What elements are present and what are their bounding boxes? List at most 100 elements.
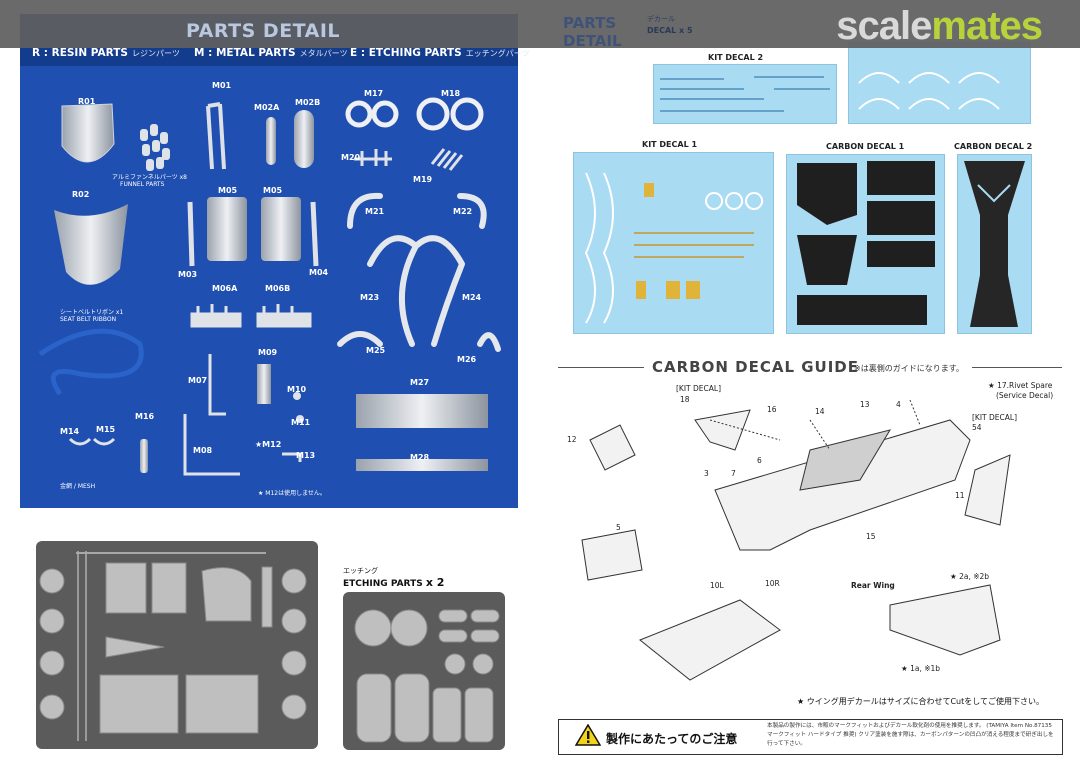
guide-num: 5 [616, 523, 621, 532]
carbon-decal-1-sheet [786, 154, 945, 334]
part-label: M06A [212, 284, 238, 293]
funnel-caption-en: FUNNEL PARTS [120, 181, 165, 188]
guide-title: CARBON DECAL GUIDE [652, 358, 859, 376]
part-label: M22 [453, 207, 473, 216]
kit-decal-3-art [858, 72, 1000, 110]
caution-box [558, 719, 1063, 755]
carbon-decal-2-art [964, 161, 1025, 327]
part-label: M02A [254, 103, 280, 112]
part-label: M17 [364, 89, 384, 98]
wing-decal-note: ★ ウイング用デカールはサイズに合わせてCutをしてご使用下さい。 [797, 697, 1045, 706]
etching-sheet-2-art [354, 609, 500, 743]
part-label: M04 [309, 268, 329, 277]
part-label: M23 [360, 293, 380, 302]
guide-line-art [581, 399, 1011, 681]
rivet-note-2: (Service Decal) [996, 391, 1054, 400]
part-label: M07 [188, 376, 208, 385]
part-label: M18 [441, 89, 461, 98]
guide-num: 54 [972, 423, 982, 432]
guide-num: 4 [896, 400, 901, 409]
etching-sheet-2 [343, 592, 505, 750]
rivet-note-1: ★ 17.Rivet Spare [988, 381, 1053, 390]
kit-decal-tag: [KIT DECAL] [676, 384, 722, 393]
part-label: M02B [295, 98, 321, 107]
part-label: M25 [366, 346, 386, 355]
part-label: M28 [410, 453, 430, 462]
part-label: ★M12 [255, 440, 282, 449]
guide-num: 13 [860, 400, 870, 409]
top-overlay-bar [0, 0, 1080, 48]
guide-rule-left [558, 367, 644, 368]
kit-decal-2-label: KIT DECAL 2 [708, 53, 764, 62]
m12-note: ★ M12は使用しません。 [258, 490, 326, 497]
kit-decal-2-sheet [653, 64, 837, 124]
part-label: M27 [410, 378, 430, 387]
part-label: M13 [296, 451, 316, 460]
wing-top-note: ★ 2a, ※2b [950, 572, 990, 581]
part-label: M05 [218, 186, 238, 195]
mesh-caption: 金網 / MESH [60, 483, 96, 490]
guide-num: 15 [866, 532, 876, 541]
guide-num: 11 [955, 491, 965, 500]
parts-photo-panel [20, 14, 518, 508]
caution-title: 製作にあたってのご注意 [606, 732, 738, 746]
kit-decal-3-sheet [848, 42, 1031, 124]
part-label: M05 [263, 186, 283, 195]
kit-decal-1-sheet [573, 152, 774, 334]
part-label: M21 [365, 207, 385, 216]
parts-photo [38, 97, 501, 476]
site-logo[interactable]: scalemates [836, 4, 1043, 48]
warning-icon [574, 723, 602, 750]
carbon-decal-1-label: CARBON DECAL 1 [826, 142, 905, 151]
part-label: M26 [457, 355, 477, 364]
part-label: M14 [60, 427, 80, 436]
guide-num: 6 [757, 456, 762, 465]
guide-num: 12 [567, 435, 577, 444]
parts-detail-title: PARTS DETAIL [186, 20, 341, 42]
carbon-decal-guide-diagram [560, 380, 1060, 700]
kit-decal-1-label: KIT DECAL 1 [642, 140, 698, 149]
guide-rule-right [972, 367, 1062, 368]
part-label: M06B [265, 284, 291, 293]
guide-num: 10R [765, 579, 780, 588]
guide-num: 10L [710, 581, 724, 590]
part-label: M16 [135, 412, 155, 421]
part-label: M08 [193, 446, 213, 455]
caution-text: 本製品の製作には、市販のマークフィットおよびデカール軟化剤の使用を推奨します。 … [767, 723, 1054, 747]
part-label: M01 [212, 81, 232, 90]
guide-num: 16 [767, 405, 777, 414]
wing-bottom-note: ★ 1a, ※1b [901, 664, 941, 673]
kit-decal-1-art [584, 172, 763, 324]
part-label: M11 [291, 418, 311, 427]
part-label: M03 [178, 270, 198, 279]
guide-note: ※は裏側のガイドになります。 [854, 364, 964, 373]
part-label: M09 [258, 348, 278, 357]
belt-caption-jp: シートベルトリボン x1 [60, 309, 124, 316]
guide-num: 7 [731, 469, 736, 478]
etching-sheet-1 [36, 541, 318, 749]
guide-num: 3 [704, 469, 709, 478]
part-label: M15 [96, 425, 116, 434]
rear-wing-label: Rear Wing [851, 581, 895, 590]
part-label: M10 [287, 385, 307, 394]
carbon-decal-2-sheet [957, 154, 1032, 334]
etching-sheet-1-art [39, 551, 307, 741]
guide-num: 18 [680, 395, 690, 404]
part-label: M24 [462, 293, 482, 302]
belt-caption-en: SEAT BELT RIBBON [60, 316, 117, 323]
kit-decal-2-art [660, 76, 830, 112]
part-label: R01 [78, 97, 96, 106]
part-label: M19 [413, 175, 433, 184]
funnel-caption-jp: アルミファンネルパーツ x8 [112, 174, 187, 181]
carbon-decal-2-label: CARBON DECAL 2 [954, 142, 1033, 151]
part-label: R02 [72, 190, 90, 199]
kit-decal-tag-2: [KIT DECAL] [972, 413, 1018, 422]
carbon-decal-1-art [797, 161, 935, 325]
part-label: M20 [341, 153, 361, 162]
